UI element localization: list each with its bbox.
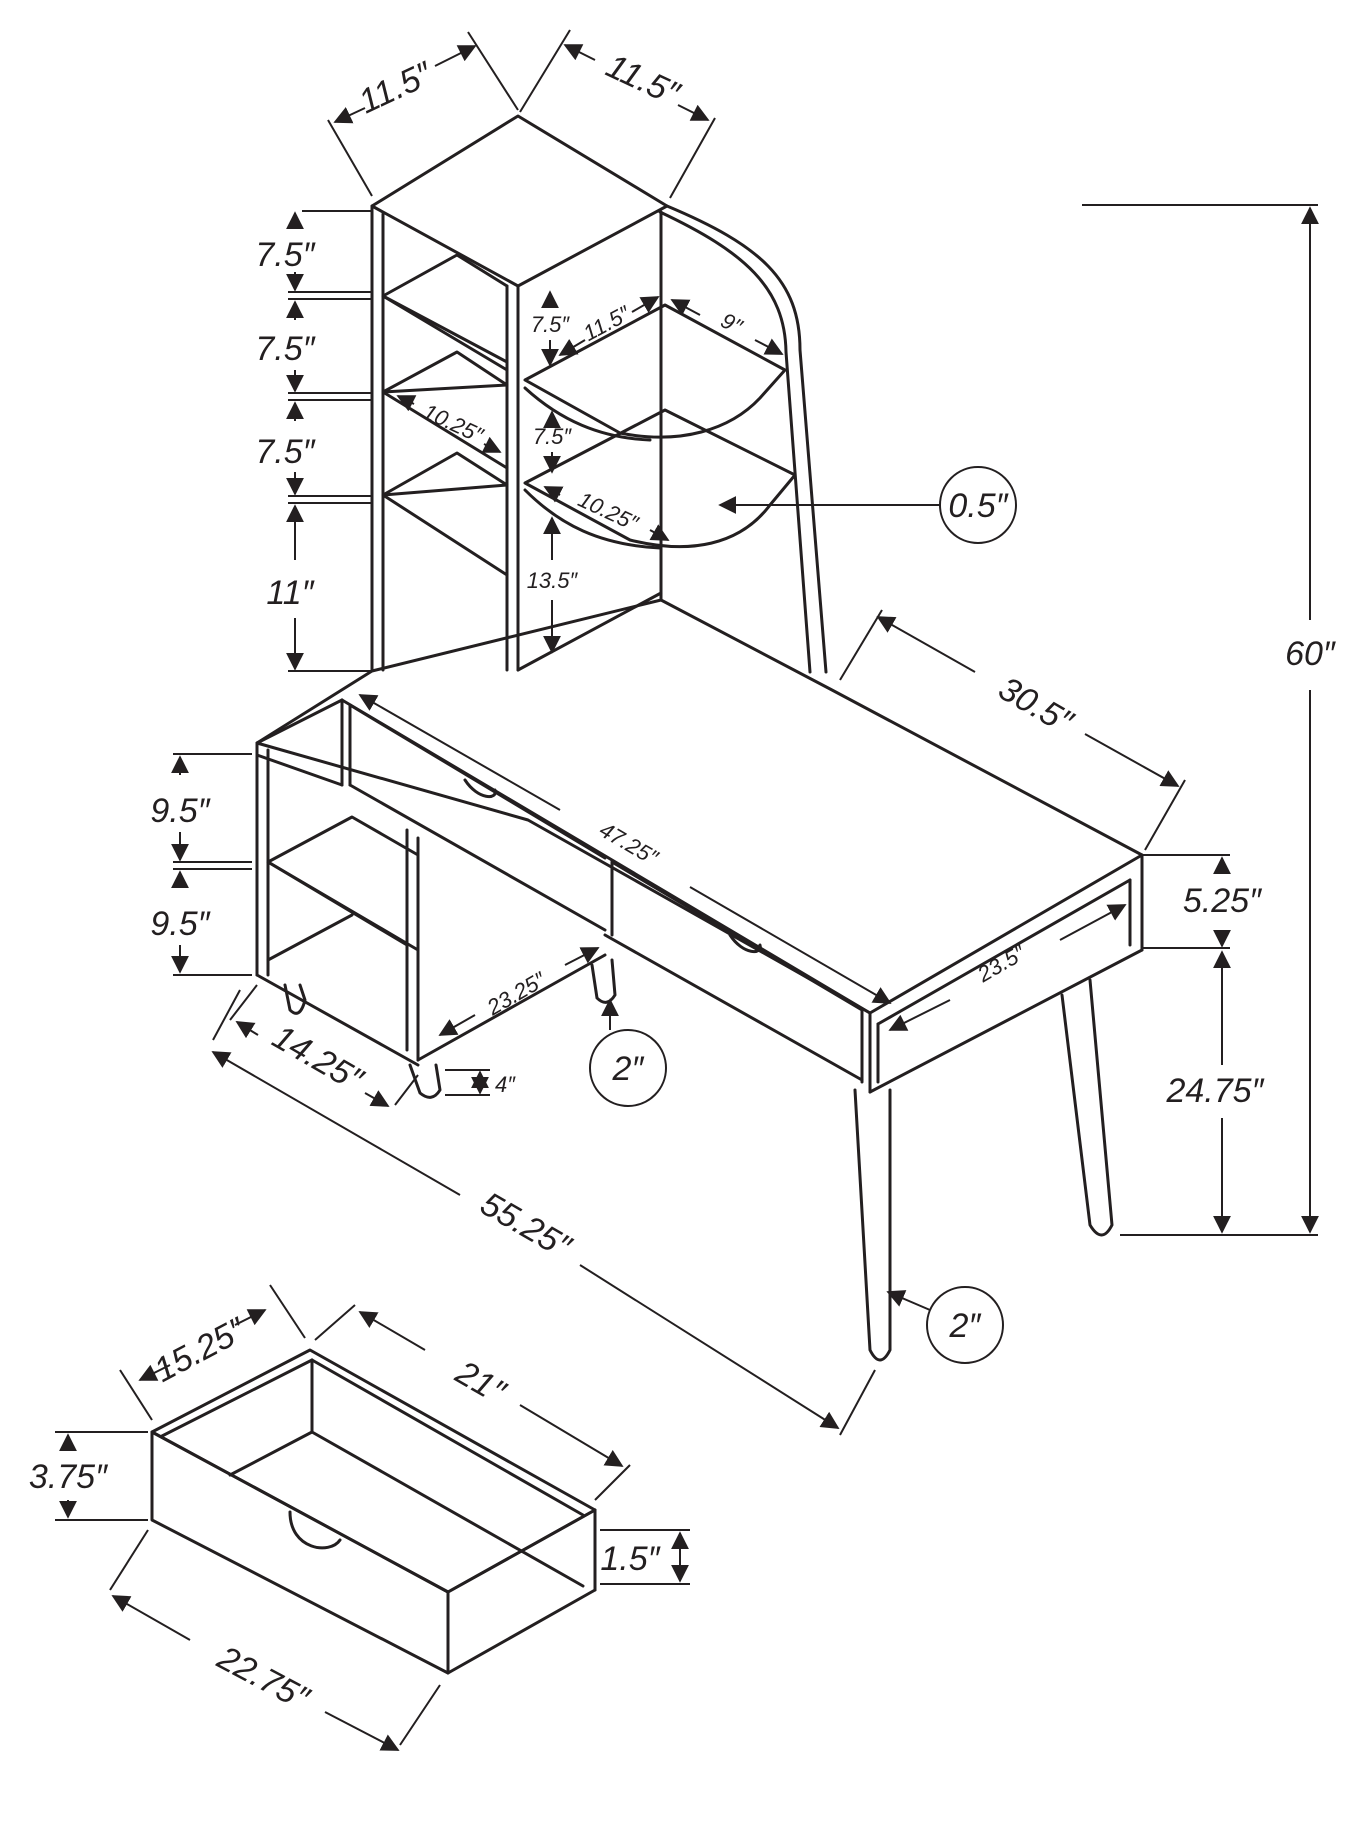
drawer-front-height: 5.25″ (1183, 882, 1262, 920)
inner-depth: 23.5″ (972, 939, 1030, 987)
corner-bottom-gap: 13.5″ (527, 568, 579, 593)
side-shelf-height-2: 9.5″ (150, 905, 210, 943)
thickness-callout: 0.5″ (718, 466, 1017, 544)
leg-callout-1: 2″ (612, 1050, 645, 1088)
side-inner-depth: 23.25″ (482, 966, 551, 1020)
hutch-shelf-height-1: 7.5″ (255, 236, 315, 274)
hutch-shelf-height-3: 7.5″ (255, 433, 315, 471)
hutch-shelf-height-2: 7.5″ (255, 330, 315, 368)
drawer-height: 3.75″ (29, 1458, 108, 1496)
drawer-outline (150, 1348, 597, 1675)
hutch-top-width-left: 11.5″ (353, 54, 439, 121)
corner-upper-gap: 7.5″ (531, 312, 571, 337)
drawer-inner-width: 21″ (449, 1353, 513, 1412)
hutch-shelf-depth: 10.25″ (419, 399, 488, 449)
thickness-callout-label: 0.5″ (948, 487, 1008, 525)
corner-shelf-width: 11.5″ (579, 300, 635, 346)
total-width: 55.25″ (474, 1185, 578, 1267)
side-leg-height: 4″ (495, 1072, 516, 1097)
hutch-outline (370, 114, 828, 674)
leg-height: 24.75″ (1165, 1072, 1264, 1110)
hutch-shelf-height-4: 11″ (266, 574, 314, 612)
drawer-depth: 15.25″ (148, 1310, 252, 1390)
hutch-height-dims: 7.5″ 7.5″ 7.5″ 11″ (255, 210, 372, 672)
drawer-inner-height: 1.5″ (600, 1540, 660, 1578)
leg-callout-2: 2″ (949, 1307, 982, 1345)
desk-depth: 30.5″ (992, 669, 1080, 741)
drawer-width: 22.75″ (210, 1638, 315, 1718)
hutch-inner-dims: 7.5″ 11.5″ 9″ 10.25″ 7.5″ 10.25″ 13.5″ (396, 290, 784, 654)
corner-middle-gap: 7.5″ (533, 424, 573, 449)
drawer-dims: 15.25″ 21″ 3.75″ 1.5″ 22.75″ (29, 1284, 690, 1751)
hutch-top-width-right: 11.5″ (600, 47, 686, 114)
desk-dims: 60″ 30.5″ 47.25″ 5.25″ 23.5″ 24.75″ 9.5″… (150, 204, 1336, 1436)
hutch-top-dims: 11.5″ 11.5″ (327, 29, 716, 199)
total-height: 60″ (1285, 635, 1336, 673)
side-shelf-height-1: 9.5″ (150, 792, 210, 830)
desk-outline (255, 598, 1144, 1362)
